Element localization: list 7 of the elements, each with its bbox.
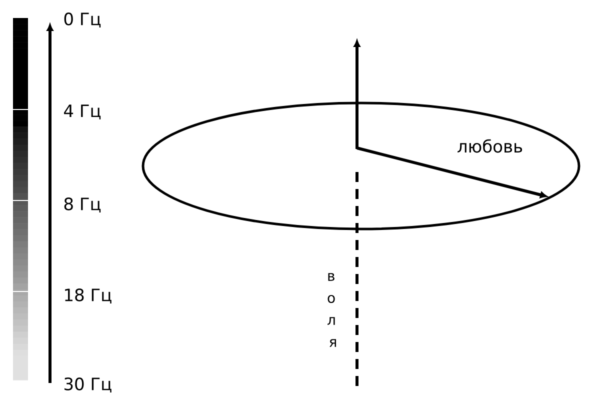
vector-label: воля bbox=[328, 273, 336, 347]
frequency-label: 8 Гц bbox=[64, 198, 101, 212]
frequency-label: 0 Гц bbox=[64, 12, 101, 28]
frequency-label: 18 Гц bbox=[65, 288, 112, 304]
vector-label: любовь bbox=[458, 139, 522, 153]
frequency-label: 4 Гц bbox=[64, 104, 101, 120]
frequency-label: 30 Гц bbox=[64, 378, 112, 392]
